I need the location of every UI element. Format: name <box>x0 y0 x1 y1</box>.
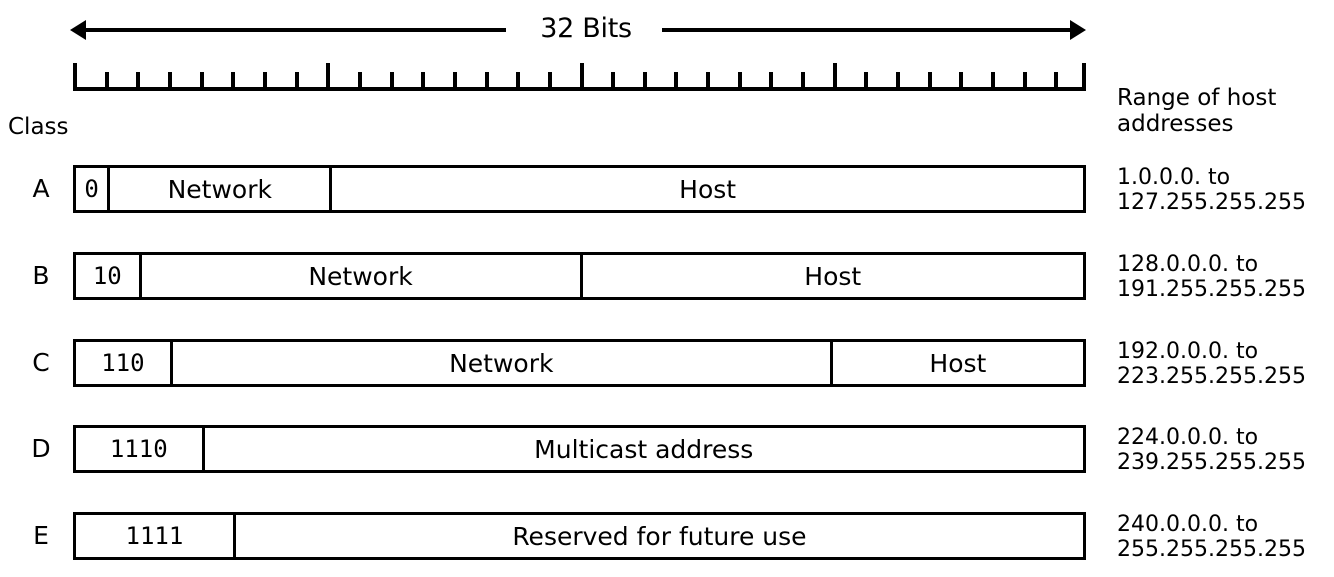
arrow-left-icon <box>70 20 86 40</box>
arrow-right-icon <box>1070 20 1086 40</box>
ruler-tick-minor <box>737 72 742 91</box>
field-cell-network: Network <box>107 168 329 210</box>
ruler-tick-minor <box>991 72 996 91</box>
address-format-bar-e: 1111 Reserved for future use <box>73 512 1086 560</box>
ruler-tick-minor <box>104 72 109 91</box>
field-cell-host: Host <box>329 168 1083 210</box>
prefix-bits-cell: 1110 <box>109 435 168 463</box>
field-cell-host: Host <box>579 255 1084 297</box>
range-header-line2: addresses <box>1117 111 1234 137</box>
ruler-tick-major <box>579 63 584 91</box>
ruler-tick-minor <box>1054 72 1059 91</box>
ruler-tick-minor <box>801 72 806 91</box>
ruler-tick-minor <box>864 72 869 91</box>
host-range-end: 223.255.255.255 <box>1117 364 1306 389</box>
ruler-tick-minor <box>231 72 236 91</box>
ruler-tick-major <box>326 63 331 91</box>
ruler-tick-minor <box>199 72 204 91</box>
field-cell-multicast-address: Multicast address <box>201 428 1084 470</box>
ruler-tick-minor <box>547 72 552 91</box>
host-range-end: 255.255.255.255 <box>1117 537 1306 562</box>
address-format-bar-d: 1110 Multicast address <box>73 425 1086 473</box>
host-range-start: 192.0.0.0. to <box>1117 339 1259 364</box>
field-cell-host: Host <box>829 342 1083 384</box>
ruler-tick-minor <box>674 72 679 91</box>
ruler-tick-minor <box>927 72 932 91</box>
prefix-bits-cell: 110 <box>101 349 145 377</box>
ruler-tick-minor <box>357 72 362 91</box>
class-letter-a: A <box>32 174 50 203</box>
ruler-tick-major <box>832 63 837 91</box>
class-letter-d: D <box>31 434 51 463</box>
host-range-start: 224.0.0.0. to <box>1117 425 1259 450</box>
ruler-tick-minor <box>611 72 616 91</box>
ruler-tick-minor <box>452 72 457 91</box>
host-range-end: 239.255.255.255 <box>1117 450 1306 475</box>
ruler-tick-minor <box>706 72 711 91</box>
field-cell-network: Network <box>138 255 580 297</box>
class-letter-e: E <box>33 521 49 550</box>
arrow-line-left <box>80 28 512 32</box>
ruler-tick-minor <box>769 72 774 91</box>
field-cell-reserved-for-future-use: Reserved for future use <box>232 515 1083 557</box>
ruler-tick-minor <box>642 72 647 91</box>
arrow-line-right <box>662 28 1076 32</box>
range-column-header: Range of host addresses <box>1117 85 1334 137</box>
ruler-tick-minor <box>1022 72 1027 91</box>
field-cell-network: Network <box>169 342 830 384</box>
host-range-start: 128.0.0.0. to <box>1117 252 1259 277</box>
ruler-tick-minor <box>421 72 426 91</box>
class-column-header: Class <box>8 114 69 140</box>
host-range-start: 1.0.0.0. to <box>1117 165 1231 190</box>
class-letter-c: C <box>32 348 50 377</box>
ruler-tick-minor <box>516 72 521 91</box>
ruler-tick-minor <box>262 72 267 91</box>
class-letter-b: B <box>32 261 50 290</box>
ruler-tick-minor <box>167 72 172 91</box>
ruler-tick-minor <box>959 72 964 91</box>
host-range-end: 127.255.255.255 <box>1117 190 1306 215</box>
prefix-bits-cell: 1111 <box>125 522 184 550</box>
bit-ruler <box>73 63 1086 91</box>
ruler-tick-minor <box>389 72 394 91</box>
ruler-tick-major <box>73 63 77 91</box>
bit-width-label: 32 Bits <box>506 12 666 46</box>
range-header-line1: Range of host <box>1117 85 1277 111</box>
ruler-tick-major <box>1082 63 1086 91</box>
ruler-tick-minor <box>136 72 141 91</box>
ruler-tick-minor <box>896 72 901 91</box>
prefix-bits-cell: 10 <box>92 262 122 290</box>
bit-width-annotation: 32 Bits <box>70 12 1086 46</box>
ruler-tick-minor <box>294 72 299 91</box>
prefix-bits-cell: 0 <box>84 175 99 203</box>
ruler-tick-minor <box>484 72 489 91</box>
host-range-start: 240.0.0.0. to <box>1117 512 1259 537</box>
host-range-end: 191.255.255.255 <box>1117 277 1306 302</box>
